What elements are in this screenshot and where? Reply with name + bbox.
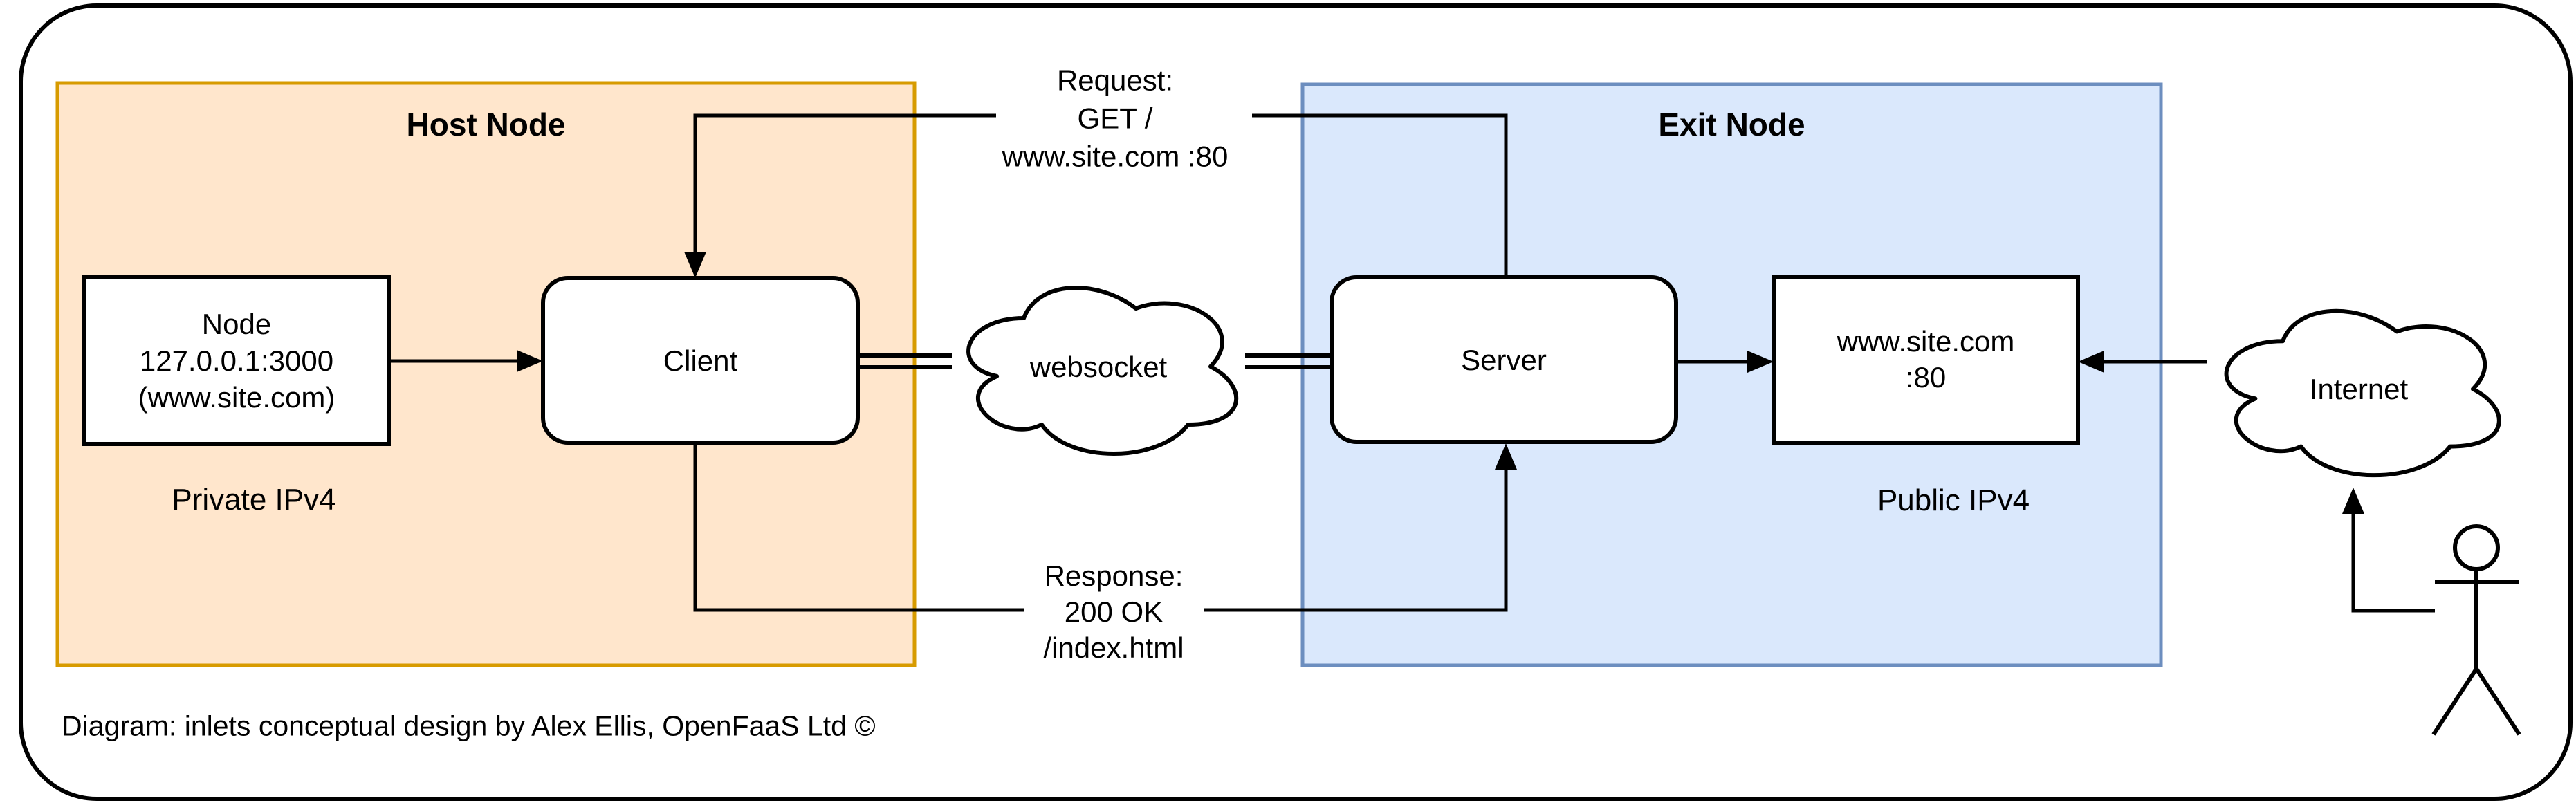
response-line-2: 200 OK: [1064, 595, 1163, 628]
host-node-label: Host Node: [406, 107, 566, 142]
user-to-internet-arrow-line: [2351, 512, 2435, 613]
user-stick-figure: [2431, 524, 2521, 736]
local-node-box: [82, 275, 391, 446]
response-line-1: Response:: [1044, 559, 1184, 592]
websocket-cloud-shape: [966, 286, 1239, 456]
response-annotation: Response: 200 OK /index.html: [1043, 558, 1184, 666]
user-leg-left: [2431, 667, 2478, 736]
exit-node-label: Exit Node: [1658, 107, 1805, 142]
request-arrowhead: [684, 252, 706, 278]
internet-cloud-shape: [2224, 308, 2501, 478]
public-site-box: [1772, 275, 2080, 445]
request-path-left: [693, 113, 996, 254]
attribution-text: Diagram: inlets conceptual design by Ale…: [62, 710, 876, 742]
request-line-1: Request:: [1056, 64, 1174, 97]
request-line-2: GET /: [1077, 102, 1153, 135]
outer-border: [19, 3, 2573, 801]
request-path-right: [1252, 113, 1508, 277]
response-path-right: [1204, 468, 1508, 612]
user-leg-right: [2474, 667, 2521, 736]
response-line-3: /index.html: [1043, 631, 1184, 664]
private-ipv4-label: Private IPv4: [172, 483, 336, 517]
request-line-3: www.site.com :80: [1002, 140, 1229, 173]
user-to-internet-arrowhead: [2342, 488, 2364, 514]
websocket-cloud-label: websocket: [1029, 350, 1168, 383]
client-label: Client: [663, 344, 738, 377]
websocket-server-link: [1245, 353, 1332, 369]
server-to-site-arrowhead: [1747, 351, 1774, 373]
internet-to-site-arrowhead: [2078, 351, 2104, 373]
response-arrowhead: [1495, 443, 1517, 470]
server-box: [1330, 275, 1678, 444]
public-ipv4-label: Public IPv4: [1877, 483, 2030, 517]
public-site-line-2: :80: [1905, 361, 1947, 394]
user-head: [2453, 524, 2500, 571]
internet-cloud-label: Internet: [2309, 373, 2409, 405]
local-node-line-3: (www.site.com): [138, 381, 335, 414]
server-label: Server: [1461, 343, 1547, 376]
request-annotation: Request: GET / www.site.com :80: [1002, 62, 1229, 176]
public-site-text: www.site.com :80: [1774, 277, 2078, 443]
client-websocket-link: [858, 353, 952, 369]
response-path-left: [693, 443, 1024, 612]
public-site-line-1: www.site.com: [1837, 325, 2015, 358]
client-box: [541, 276, 860, 445]
local-node-text: Node 127.0.0.1:3000 (www.site.com): [84, 277, 389, 444]
local-node-line-1: Node: [201, 308, 272, 340]
local-node-line-2: 127.0.0.1:3000: [139, 344, 334, 377]
node-to-client-arrowhead: [517, 350, 543, 372]
